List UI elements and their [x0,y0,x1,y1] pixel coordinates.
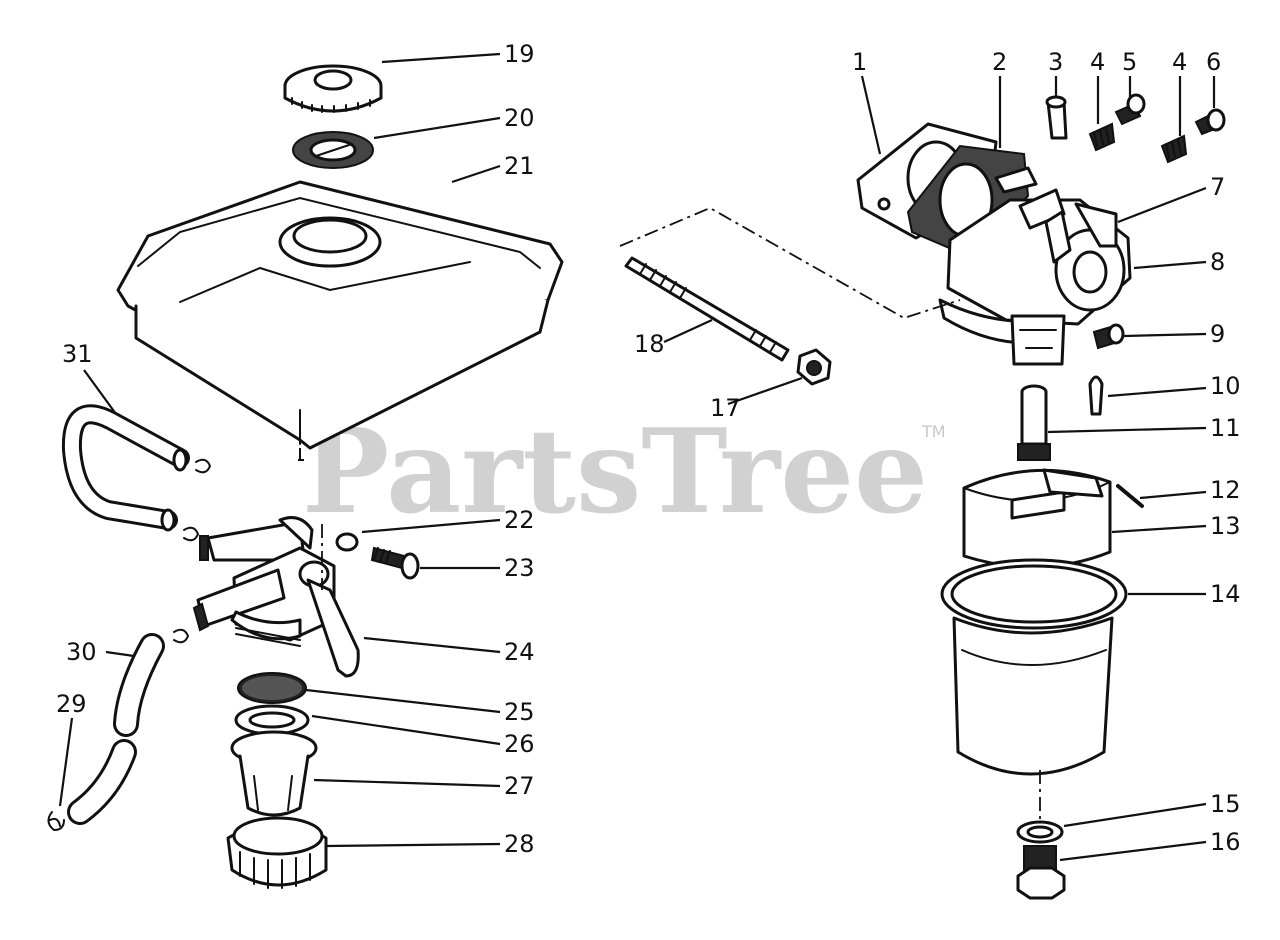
callout-8: 8 [1210,248,1225,276]
callout-22: 22 [504,506,535,534]
float-bowl [952,616,1114,776]
bowl-gasket [234,704,310,736]
callout-17: 17 [710,394,741,422]
callout-28: 28 [504,830,535,858]
fuel-tank [116,180,564,461]
fuel-hose-loop [61,404,190,532]
callout-labels: 1 2 3 4 5 4 6 7 8 9 10 11 12 13 14 15 16… [56,40,1241,858]
callout-2: 2 [992,48,1007,76]
bowl-drain-nut [1016,845,1066,900]
watermark-trademark: TM [921,422,946,441]
leader-lines [58,52,1216,862]
carburetor-stud [624,256,790,362]
callout-23: 23 [504,554,535,582]
carburetor-gasket [906,144,1038,258]
callout-10: 10 [1210,372,1241,400]
fuel-shutoff-valve [192,516,360,678]
bowl-washer [1016,820,1064,844]
bowl-nut [226,816,328,889]
callout-18: 18 [634,330,665,358]
callout-20: 20 [504,104,535,132]
carburetor-float [962,468,1112,569]
carburetor-body [938,188,1132,366]
callout-31: 31 [62,340,93,368]
callout-6: 6 [1206,48,1221,76]
fuel-line-clamp [47,811,65,832]
callout-27: 27 [504,772,535,800]
float-hinge-pin [1116,484,1144,508]
spring-b [1160,134,1188,164]
hose-clamp [173,458,212,644]
fuel-pipe [1017,384,1051,461]
fuel-screen [237,672,307,704]
callout-29: 29 [56,690,87,718]
sediment-bowl [230,730,318,817]
fuel-cap [283,64,383,113]
fuel-valve-screw [370,546,420,580]
callout-13: 13 [1210,512,1241,540]
watermark-brand: PartsTree [302,404,928,540]
callout-11: 11 [1210,414,1241,442]
idle-mixture-needle [1045,95,1068,140]
callout-24: 24 [504,638,535,666]
callout-7: 7 [1210,173,1225,201]
callout-1: 1 [852,48,867,76]
assembly-line-stud [619,206,961,319]
cap-gasket [292,131,374,169]
callout-21: 21 [504,152,535,180]
float-pin-needle [1088,375,1104,416]
fuel-line [67,633,165,825]
screw-a [1114,93,1146,126]
callout-30: 30 [66,638,97,666]
carb-screw [1092,323,1125,350]
bowl-gasket-ring [940,558,1128,630]
throttle-lever [1074,202,1118,248]
callout-4b: 4 [1172,48,1187,76]
callout-5: 5 [1122,48,1137,76]
stud-nut [796,348,832,386]
callout-4a: 4 [1090,48,1105,76]
callout-25: 25 [504,698,535,726]
callout-15: 15 [1210,790,1241,818]
callout-26: 26 [504,730,535,758]
callout-16: 16 [1210,828,1241,856]
callout-19: 19 [504,40,535,68]
callout-9: 9 [1210,320,1225,348]
callout-3: 3 [1048,48,1063,76]
screw-b [1194,108,1226,136]
spring-a [1088,122,1116,152]
callout-14: 14 [1210,580,1241,608]
callout-12: 12 [1210,476,1241,504]
fuel-valve-clip [335,532,359,552]
